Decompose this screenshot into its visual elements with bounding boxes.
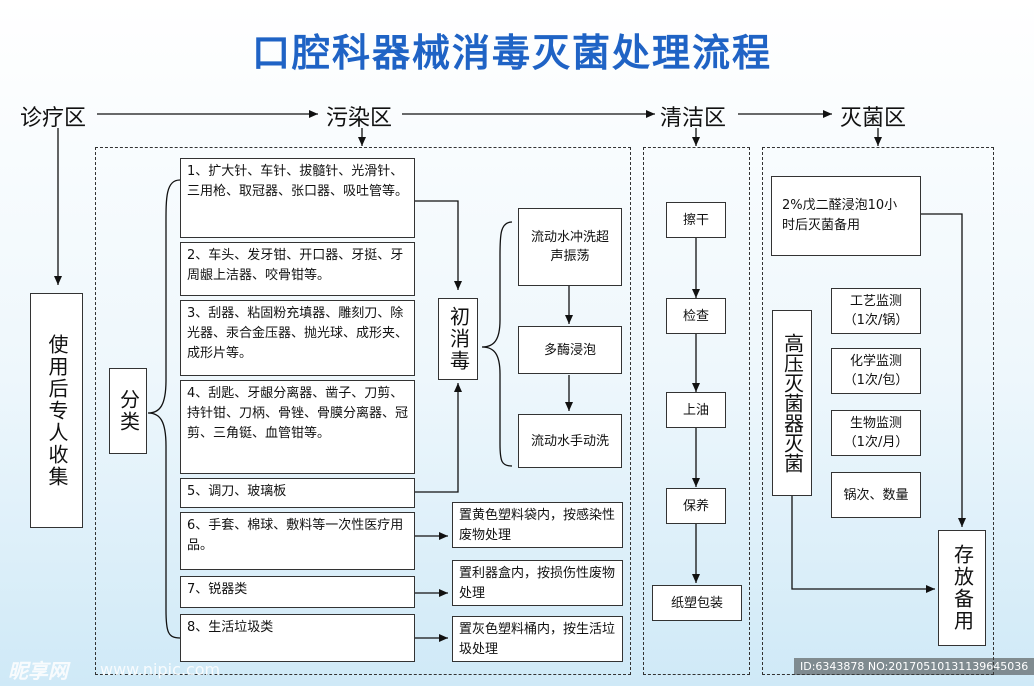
autoclave-box: 高压灭菌器灭菌	[772, 310, 812, 496]
zone-sterile: 灭菌区	[840, 106, 907, 131]
clean-step-oil: 上油	[666, 392, 726, 428]
clean-zone-frame	[643, 147, 750, 675]
monitor-chemical: 化学监测 （1次/包）	[831, 348, 921, 394]
monitor-process-freq: （1次/锅）	[843, 313, 909, 328]
item-4: 4、刮匙、牙龈分离器、凿子、刀剪、持针钳、刀柄、骨锉、骨膜分离器、冠剪、三角铤、…	[180, 380, 415, 474]
monitor-batch: 锅次、数量	[831, 472, 921, 518]
watermark-id: ID:6343878 NO:20170510131139645036	[794, 658, 1034, 675]
chem-soak-label: 2%戊二醛浸泡10小时后灭菌备用	[782, 198, 898, 233]
watermark-url: www.nipic.com	[100, 660, 221, 679]
watermark-logo: 昵享网	[8, 659, 68, 683]
zone-clinic: 诊疗区	[20, 106, 87, 131]
wash-step-1: 流动水冲洗超声振荡	[518, 208, 622, 286]
collect-box: 使用后专人收集	[30, 293, 83, 528]
item-6: 6、手套、棉球、敷料等一次性医疗用品。	[180, 512, 415, 570]
collect-label: 使用后专人收集	[45, 333, 69, 488]
monitor-chemical-freq: （1次/包）	[843, 373, 909, 388]
autoclave-label: 高压灭菌器灭菌	[780, 333, 805, 473]
chem-soak-box: 2%戊二醛浸泡10小时后灭菌备用	[771, 176, 921, 256]
classify-label: 分类	[116, 389, 141, 433]
monitor-biological-name: 生物监测	[849, 416, 902, 431]
disposal-sharps: 置利器盒内，按损伤性废物处理	[452, 560, 623, 606]
clean-step-dry: 擦干	[666, 202, 726, 238]
item-3: 3、刮器、粘固粉充填器、雕刻刀、除光器、汞合金压器、抛光球、成形夹、成形片等。	[180, 300, 415, 376]
disposal-domestic: 置灰色塑料桶内，按生活垃圾处理	[452, 616, 623, 662]
monitor-biological: 生物监测 （1次/月）	[831, 410, 921, 456]
contaminated-zone-frame	[95, 147, 631, 675]
wash-step-2: 多酶浸泡	[518, 326, 622, 374]
disposal-infectious: 置黄色塑料袋内，按感染性废物处理	[452, 502, 623, 548]
storage-label: 存放备用	[950, 544, 975, 632]
monitor-process: 工艺监测 （1次/锅）	[831, 288, 921, 334]
item-7: 7、锐器类	[180, 576, 415, 608]
clean-step-check: 检查	[666, 298, 726, 334]
item-5: 5、调刀、玻璃板	[180, 478, 415, 508]
disinfect-box: 初消毒	[438, 298, 478, 380]
clean-step-maintain: 保养	[666, 488, 726, 524]
classify-box: 分类	[109, 368, 147, 454]
item-1: 1、扩大针、车针、拔髓针、光滑针、三用枪、取冠器、张口器、吸吐管等。	[180, 158, 415, 238]
storage-box: 存放备用	[938, 530, 986, 646]
disinfect-label: 初消毒	[446, 306, 471, 372]
item-8: 8、生活垃圾类	[180, 614, 415, 662]
item-2: 2、车头、发牙钳、开口器、牙挺、牙周龈上洁器、咬骨钳等。	[180, 242, 415, 296]
monitor-process-name: 工艺监测	[849, 294, 902, 309]
monitor-chemical-name: 化学监测	[849, 354, 902, 369]
wash-step-3: 流动水手动洗	[518, 414, 622, 468]
zone-contaminated: 污染区	[326, 106, 393, 131]
zone-clean: 清洁区	[660, 106, 727, 131]
clean-step-package: 纸塑包装	[652, 585, 742, 621]
monitor-biological-freq: （1次/月）	[843, 435, 909, 450]
page-title: 口腔科器械消毒灭菌处理流程	[251, 31, 772, 75]
